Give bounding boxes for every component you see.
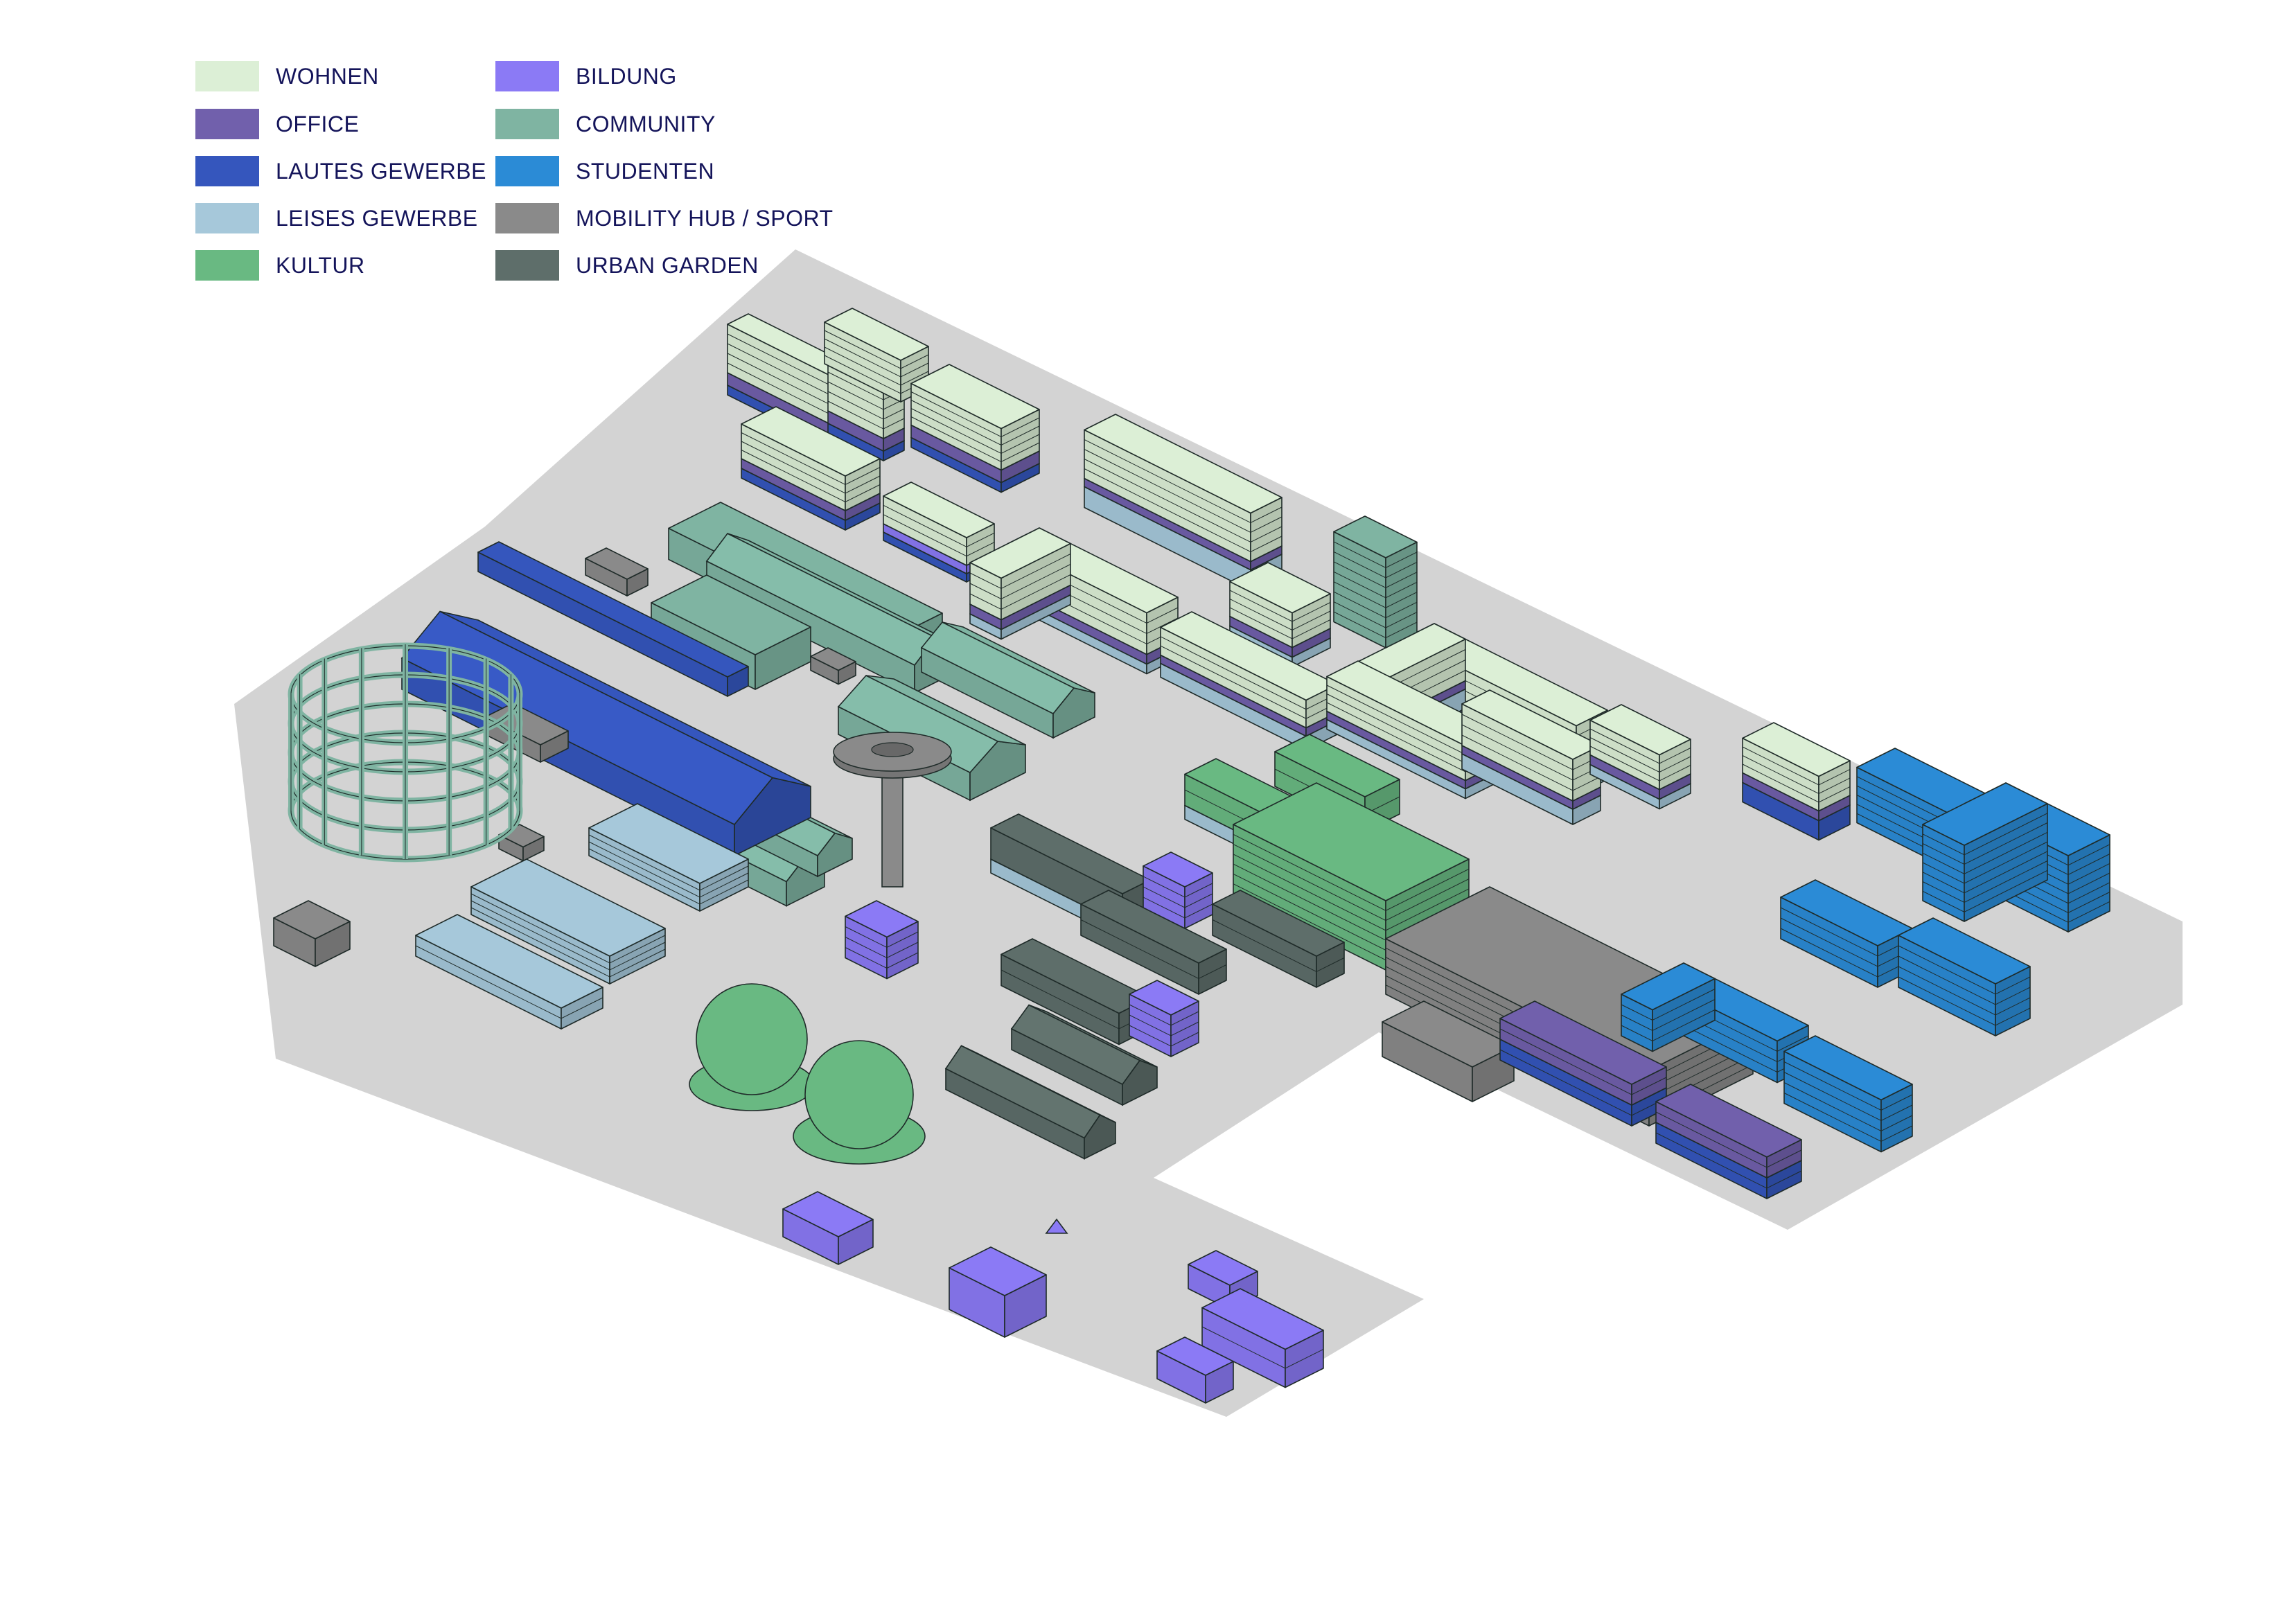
bildung-cube-1 <box>845 900 919 980</box>
wohnen-block-n5 <box>1084 414 1282 592</box>
mobility-small-1 <box>585 547 649 597</box>
leises-gewerbe-l1 <box>470 858 666 985</box>
tree-canopy-2 <box>804 1040 914 1149</box>
bildung-s3 <box>1156 1336 1234 1404</box>
office-block-se1 <box>1499 1000 1667 1127</box>
water-tower-stem <box>881 775 903 888</box>
community-hall-e1 <box>920 621 1095 739</box>
studenten-block-6 <box>1783 1035 1913 1153</box>
studenten-block-5-layer-0 <box>1898 917 2031 1036</box>
garden-block-2 <box>1080 890 1227 995</box>
garden-block-2-layer-0 <box>1080 890 1227 995</box>
wohnen-block-e1 <box>1742 722 1851 841</box>
water-tower-hatch <box>871 742 914 757</box>
garden-block-3-layer-0 <box>1212 890 1345 988</box>
leises-gewerbe-s-layer-0 <box>415 914 603 1030</box>
bildung-s3-layer-0 <box>1156 1336 1234 1404</box>
wohnen-block-n3 <box>741 406 881 531</box>
bildung-s2 <box>1201 1288 1324 1388</box>
studenten-block-4-wing <box>1621 962 1716 1052</box>
garden-hall-2 <box>1010 1004 1158 1106</box>
bildung-cube-2-layer-0 <box>1143 851 1213 929</box>
office-block-se2-layer-1 <box>1655 1084 1802 1179</box>
wohnen-block-n6-wing <box>969 527 1071 640</box>
leises-gewerbe-s <box>415 914 603 1030</box>
wohnen-block-n2 <box>910 364 1040 493</box>
buildings <box>273 308 2110 1404</box>
leises-gewerbe-l1-layer-0 <box>470 858 666 985</box>
bildung-cube-1-layer-0 <box>845 900 919 980</box>
wohnen-block-n3-layer-2 <box>741 406 881 511</box>
wohnen-block-n4 <box>883 482 995 583</box>
leises-gewerbe-l2-layer-0 <box>588 803 749 912</box>
bildung-s2-layer-0 <box>1201 1288 1324 1388</box>
community-tower <box>1333 515 1418 648</box>
lautes-gewerbe-bar <box>477 541 749 697</box>
wohnen-block-e1-layer-2 <box>1742 722 1851 812</box>
studenten-block-6-layer-0 <box>1783 1035 1913 1153</box>
wohnen-block-n2-layer-2 <box>910 364 1040 471</box>
bildung-church <box>949 1246 1047 1338</box>
wohnen-block-n12 <box>1589 704 1691 810</box>
office-block-se1-layer-1 <box>1499 1000 1667 1106</box>
bildung-church-layer-0 <box>949 1246 1047 1338</box>
bildung-cube-2 <box>1143 851 1213 929</box>
wohnen-block-n7-layer-2 <box>1229 562 1331 648</box>
wohnen-block-n6-wing-layer-2 <box>969 527 1071 621</box>
bildung-cube-3-layer-0 <box>1129 980 1199 1057</box>
studenten-block-2-wing <box>1922 782 2048 922</box>
wohnen-block-n5-layer-2 <box>1084 414 1282 563</box>
leises-gewerbe-l2 <box>588 803 749 912</box>
bildung-hut-layer-0 <box>782 1191 874 1265</box>
church-spire <box>1045 1218 1068 1234</box>
studenten-block-2-wing-layer-0 <box>1922 782 2048 922</box>
community-ring-structure <box>288 642 523 863</box>
garden-hall-1 <box>944 1045 1116 1160</box>
studenten-block-4-wing-layer-0 <box>1621 962 1716 1052</box>
wohnen-block-n7 <box>1229 562 1331 668</box>
wohnen-block-n12-layer-2 <box>1589 704 1691 791</box>
tree-canopy-1 <box>696 983 808 1095</box>
mobility-small-4 <box>273 900 351 967</box>
bildung-hut <box>782 1191 874 1265</box>
mobility-small-2 <box>810 647 856 685</box>
office-block-se2 <box>1655 1084 1802 1199</box>
garden-block-3 <box>1212 890 1345 988</box>
bildung-cube-3 <box>1129 980 1199 1057</box>
studenten-block-5 <box>1898 917 2031 1036</box>
community-hall-e2 <box>837 675 1026 802</box>
